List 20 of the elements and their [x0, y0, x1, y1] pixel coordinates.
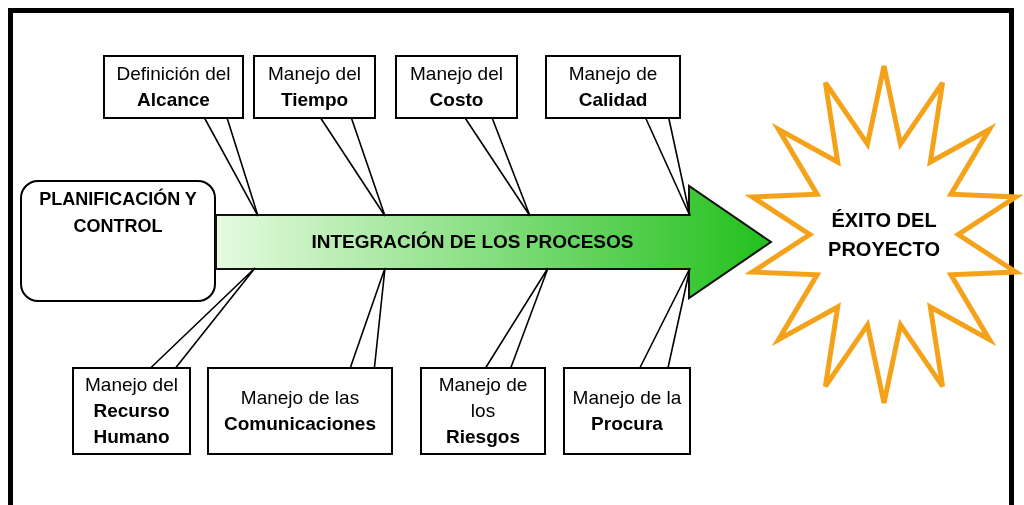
callout-box: Manejo de las Comunicaciones [207, 367, 393, 455]
starburst: ÉXITO DEL PROYECTO [745, 62, 1023, 407]
rounded-box: PLANIFICACIÓN Y CONTROL [20, 180, 216, 302]
callout-box: Manejo del Recurso Humano [72, 367, 191, 455]
callout-tail [464, 117, 531, 217]
callout-tail [319, 117, 386, 217]
edge-label: INTEGRACIÓN DE LOS PROCESOS [311, 231, 634, 253]
callout-box: Manejo de los Riesgos [420, 367, 546, 455]
callout-tail [349, 267, 386, 369]
callout-box: Manejo de Calidad [545, 55, 681, 119]
block-arrow [215, 184, 773, 300]
callout-tail [639, 267, 691, 369]
callout-tail [484, 267, 549, 369]
callout-tail [149, 267, 256, 369]
callout-tail [644, 117, 691, 217]
callout-box: Manejo del Tiempo [253, 55, 376, 119]
callout-box: Manejo de la Procura [563, 367, 691, 455]
callout-box: Definición del Alcance [103, 55, 244, 119]
callout-tail [203, 117, 259, 217]
callout-box: Manejo del Costo [395, 55, 518, 119]
